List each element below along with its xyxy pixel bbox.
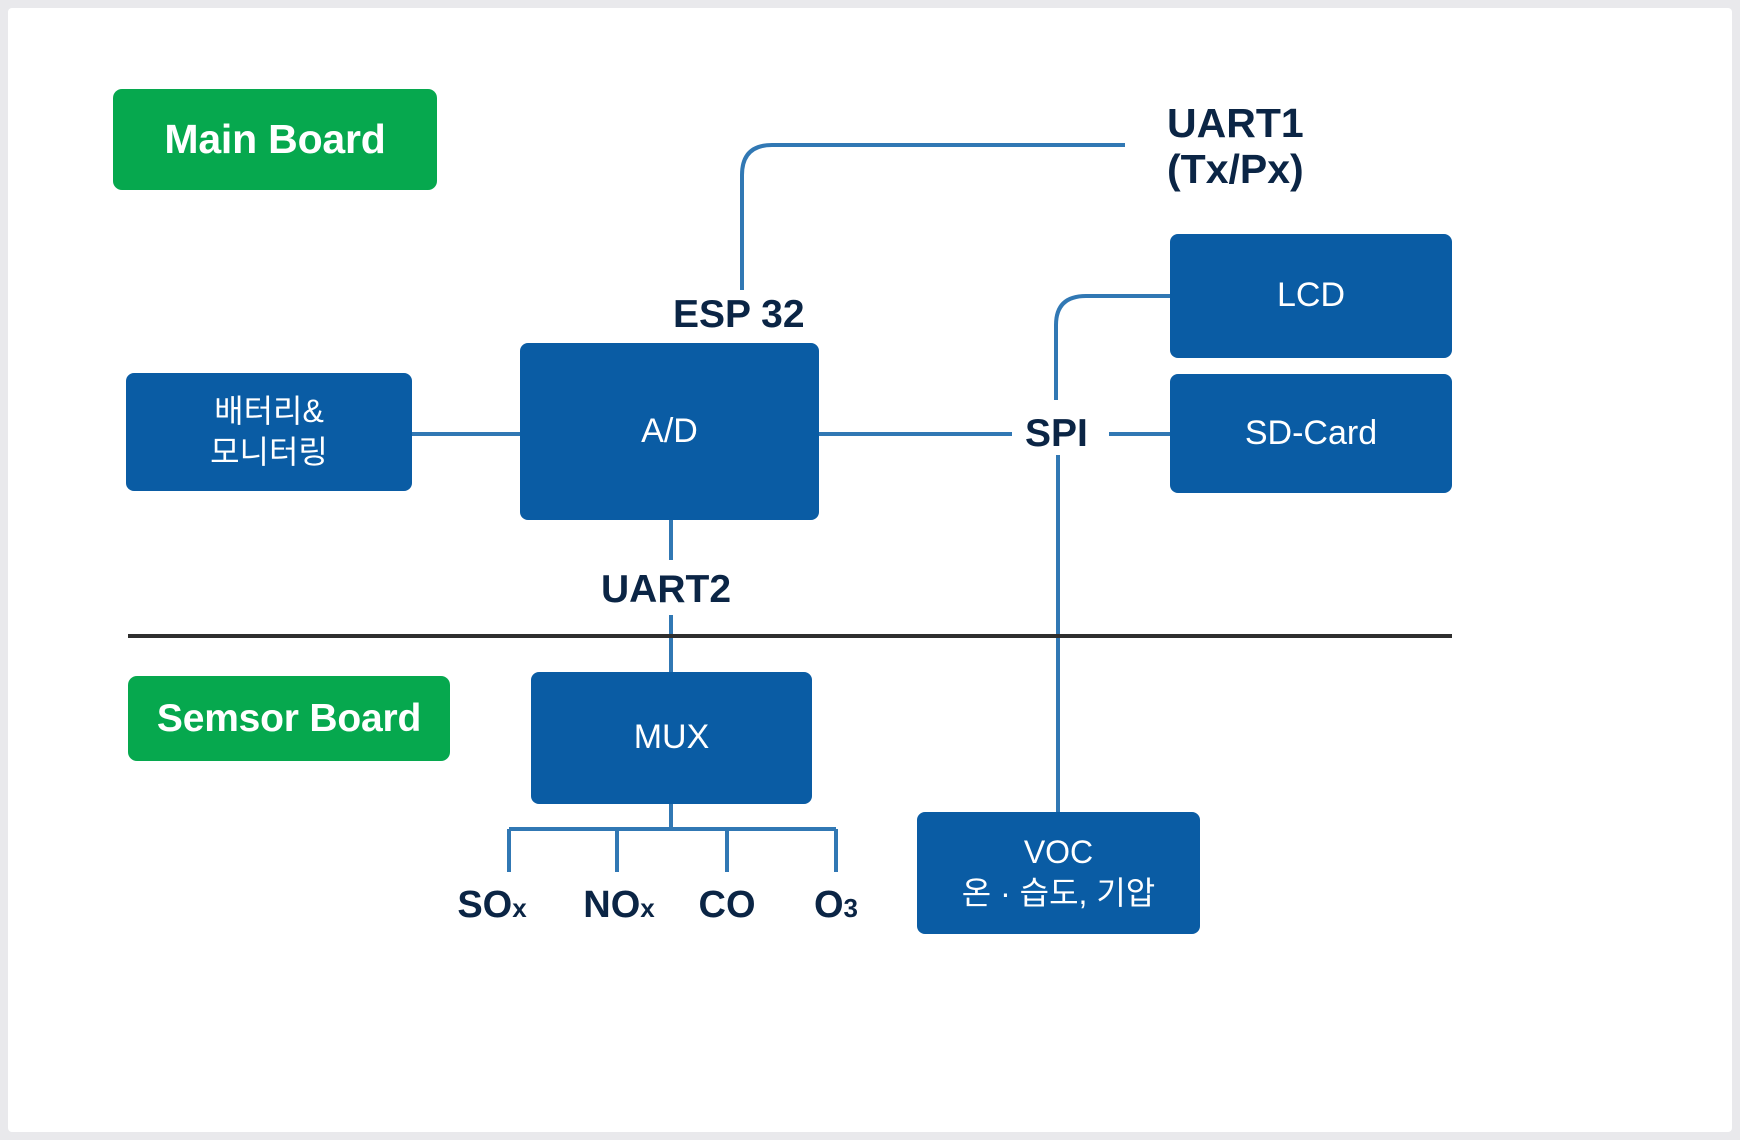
node-ad[interactable]: A/D [520, 343, 819, 520]
node-mux[interactable]: MUX [531, 672, 812, 804]
sensor-base-o3: O [813, 884, 844, 926]
label-uart1: UART1 (Tx/Px) [1167, 100, 1304, 193]
sensor-base-co: CO [698, 884, 756, 926]
sensor-sub-sox: x [512, 893, 527, 923]
sensor-label-co: CO [699, 884, 756, 927]
sensor-label-o3: O3 [814, 884, 858, 927]
node-battery-monitoring[interactable]: 배터리& 모니터링 [126, 373, 412, 491]
label-spi: SPI [1025, 412, 1088, 455]
sensor-sub-o3: 3 [843, 893, 859, 923]
node-voc-temp-humidity-pressure[interactable]: VOC 온 · 습도, 기압 [917, 812, 1200, 934]
node-sd-card[interactable]: SD-Card [1170, 374, 1452, 493]
node-lcd[interactable]: LCD [1170, 234, 1452, 358]
sensor-label-sox: SOx [457, 884, 526, 927]
sensor-base-sox: SO [457, 884, 513, 926]
main-board-tag: Main Board [113, 89, 437, 190]
sensor-sub-nox: x [640, 893, 655, 923]
label-uart2: UART2 [601, 568, 732, 611]
sensor-label-nox: NOx [583, 884, 654, 927]
label-esp32: ESP 32 [673, 293, 805, 336]
board-divider [128, 634, 1452, 638]
sensor-base-nox: NO [583, 884, 641, 926]
sensor-board-tag: Semsor Board [128, 676, 450, 761]
